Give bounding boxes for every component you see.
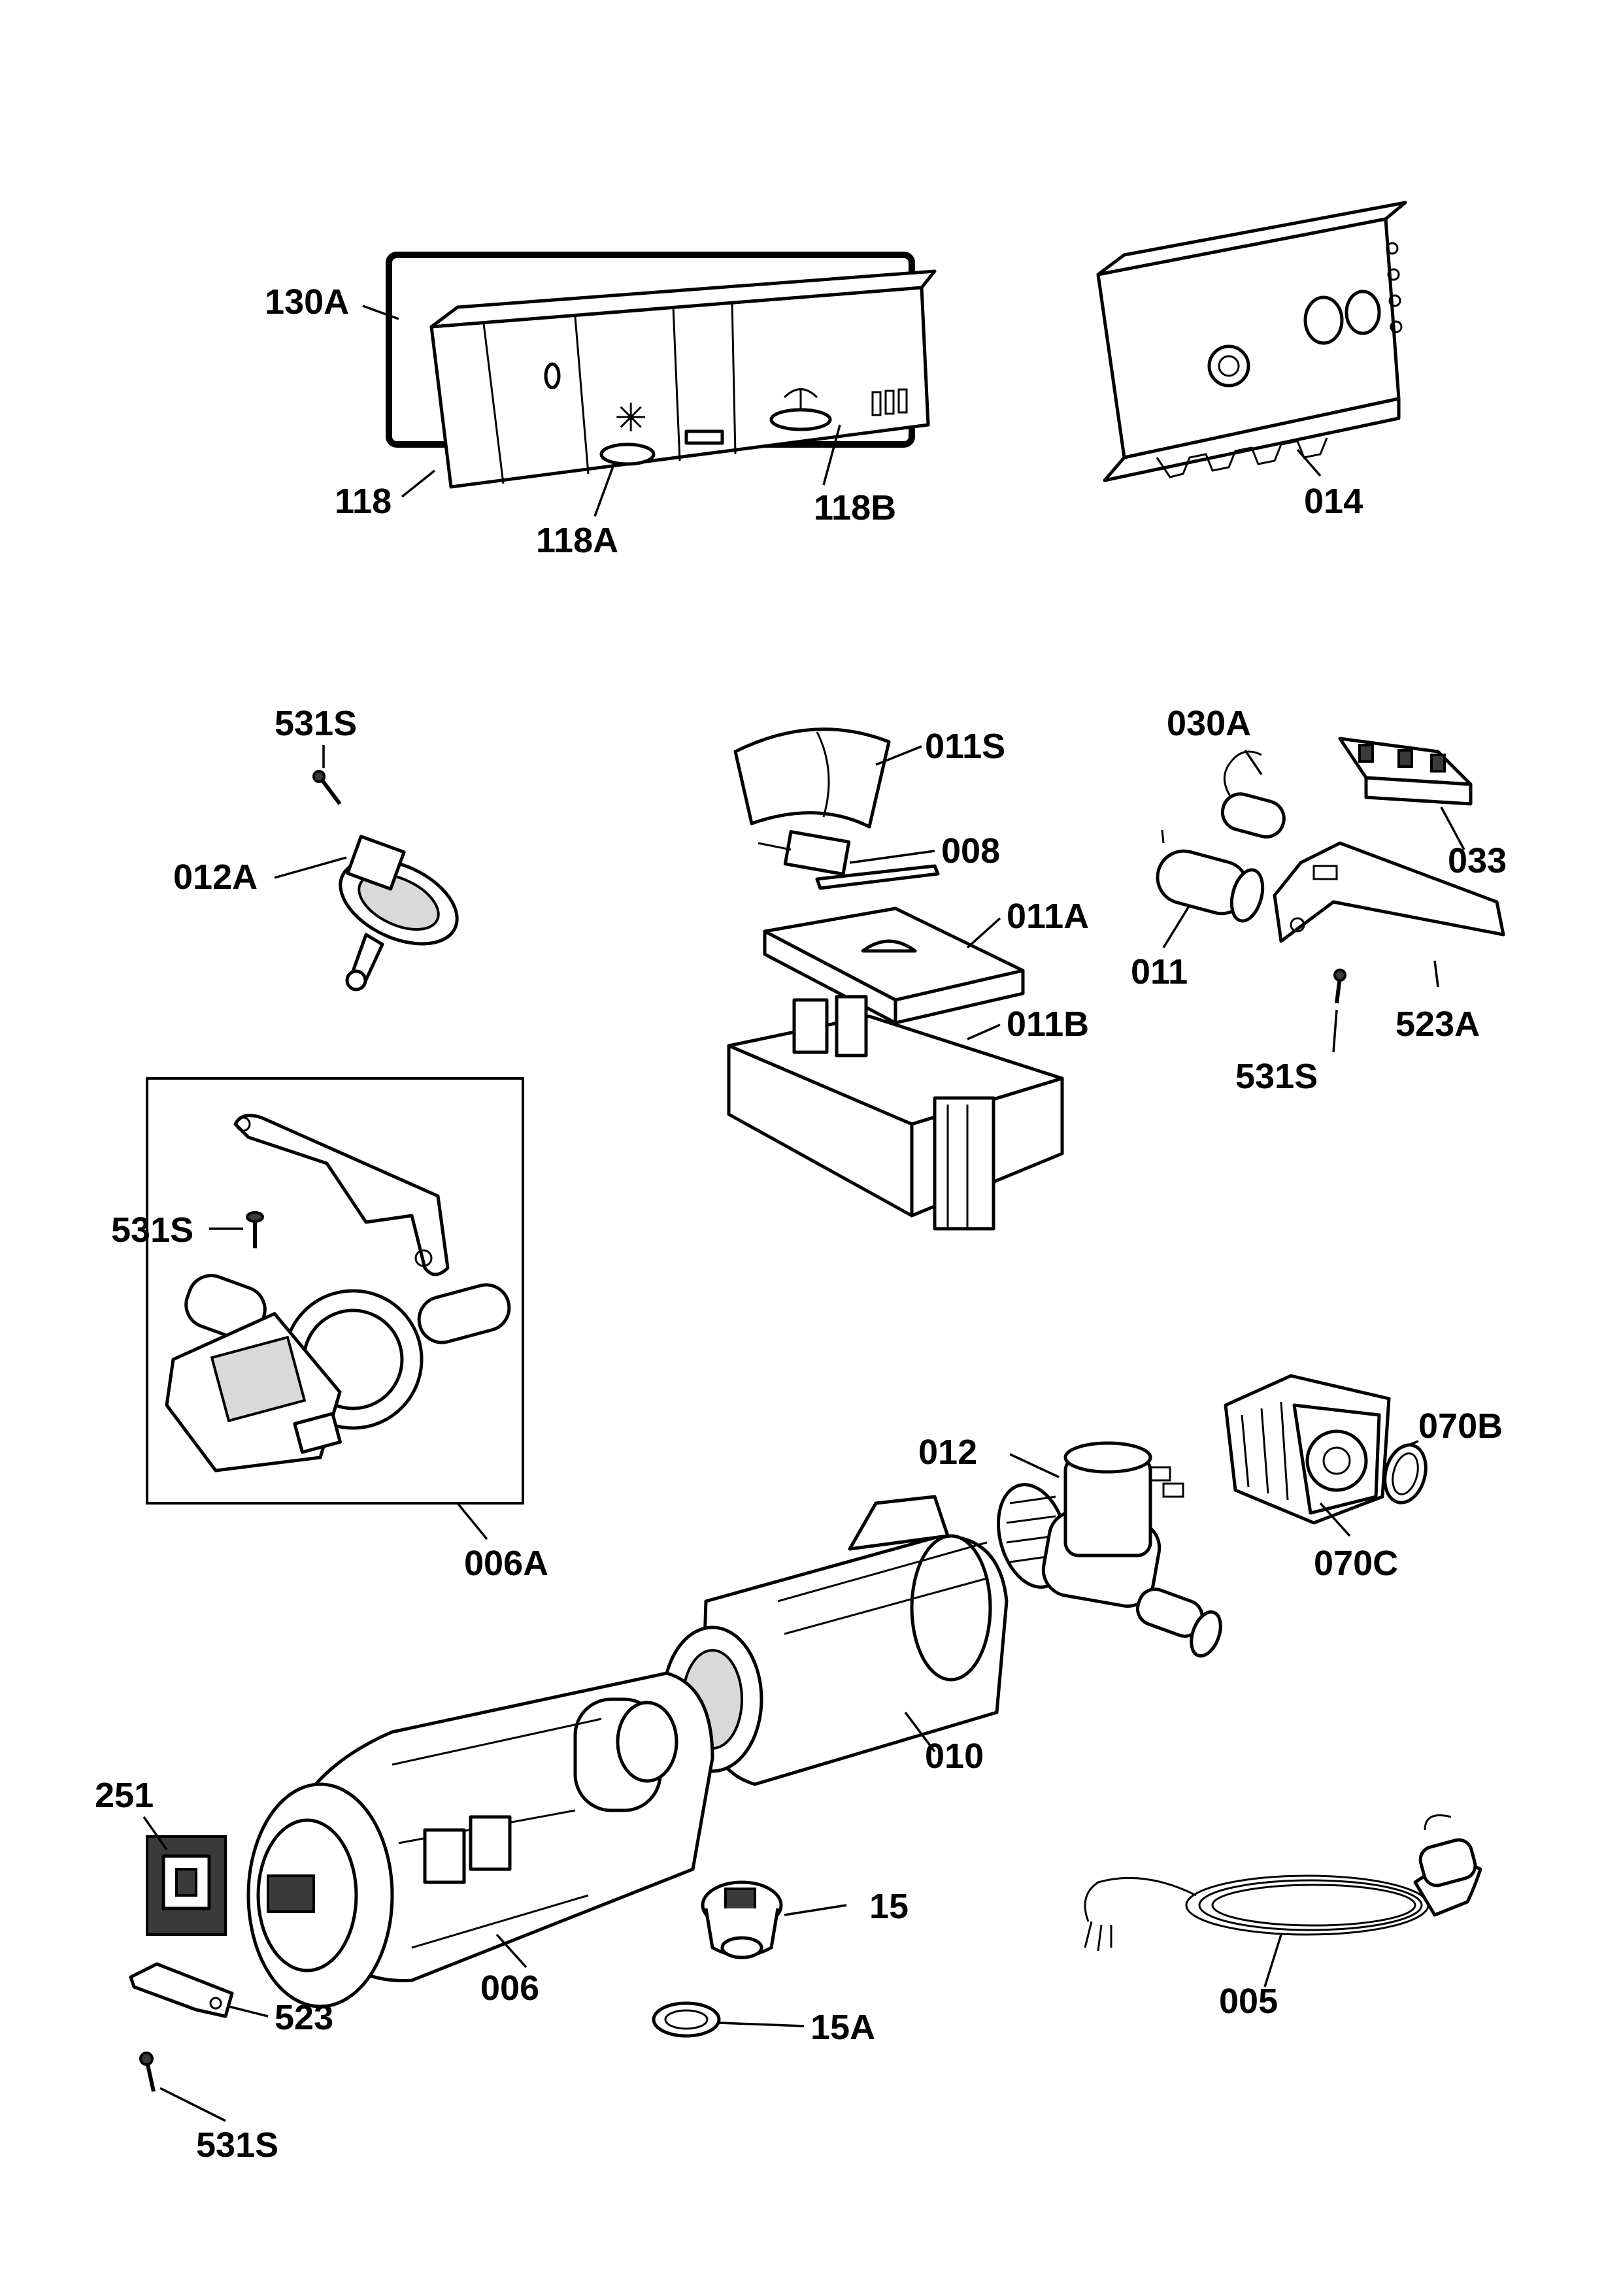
label-118: 118 xyxy=(335,482,392,521)
part-523-bracket xyxy=(129,1962,234,2018)
part-008-microswitch xyxy=(758,830,940,890)
label-531S-d: 531S xyxy=(196,2125,278,2165)
label-012A: 012A xyxy=(173,857,258,897)
part-labels: 130A 118 118A 118B 014 531S 012A 011S 00… xyxy=(95,282,1507,2165)
label-011A: 011A xyxy=(1007,897,1089,936)
label-523A: 523A xyxy=(1395,1005,1480,1044)
label-014: 014 xyxy=(1304,482,1363,521)
label-006: 006 xyxy=(480,1969,539,2008)
part-014-control-module xyxy=(1096,201,1407,482)
label-531S-b: 531S xyxy=(1235,1057,1318,1096)
label-010: 010 xyxy=(925,1737,984,1776)
label-006A: 006A xyxy=(464,1544,548,1583)
part-012-inlet-valve xyxy=(996,1441,1222,1658)
part-070B-ring xyxy=(1383,1443,1428,1505)
label-531S-c: 531S xyxy=(111,1210,193,1250)
label-118B: 118B xyxy=(814,488,896,527)
label-011: 011 xyxy=(1131,952,1188,991)
label-033: 033 xyxy=(1448,841,1507,880)
part-012A-pressure-switch xyxy=(339,835,459,991)
part-531S-screw-d xyxy=(139,2052,156,2092)
label-523: 523 xyxy=(275,1998,333,2037)
label-531S-a: 531S xyxy=(275,704,357,743)
part-033-terminal-block xyxy=(1338,737,1473,806)
part-531S-screw-b xyxy=(1333,969,1346,1004)
part-531S-screw-a xyxy=(312,770,342,805)
part-070C-motor xyxy=(1224,1374,1391,1525)
label-130A: 130A xyxy=(265,282,349,322)
label-030A: 030A xyxy=(1167,704,1251,743)
label-15: 15 xyxy=(869,1887,909,1926)
part-011B-housing xyxy=(727,995,1064,1231)
part-011-capacitor xyxy=(1156,829,1265,923)
part-523A-bracket xyxy=(1273,841,1505,943)
part-006-motor xyxy=(246,1671,714,2008)
part-005-power-cord xyxy=(1084,1814,1482,1952)
part-118-dispenser: ✳ xyxy=(429,269,937,489)
part-118A-cap xyxy=(599,442,656,466)
part-251-block xyxy=(146,1835,227,1936)
part-531S-screw-c xyxy=(246,1211,264,1248)
label-070B: 070B xyxy=(1418,1406,1503,1446)
part-15-cap xyxy=(701,1880,783,1959)
part-006A-boxed-group xyxy=(146,1077,524,1505)
svg-text:✳: ✳ xyxy=(614,396,647,440)
label-005: 005 xyxy=(1219,1982,1278,2021)
label-15A: 15A xyxy=(811,2008,875,2047)
label-251: 251 xyxy=(95,1776,154,1815)
part-030A-wire xyxy=(1220,750,1286,839)
label-012: 012 xyxy=(918,1433,977,1472)
part-15A-clamp xyxy=(652,2001,721,2038)
part-010-heater xyxy=(661,1495,1009,1786)
leader-lines xyxy=(142,305,1465,2122)
label-011S: 011S xyxy=(925,727,1005,766)
label-008: 008 xyxy=(941,831,1000,871)
label-118A: 118A xyxy=(536,521,618,560)
part-011S-cover xyxy=(733,727,891,829)
part-118B-cap xyxy=(769,408,832,431)
label-011B: 011B xyxy=(1007,1005,1089,1044)
label-070C: 070C xyxy=(1314,1544,1398,1583)
